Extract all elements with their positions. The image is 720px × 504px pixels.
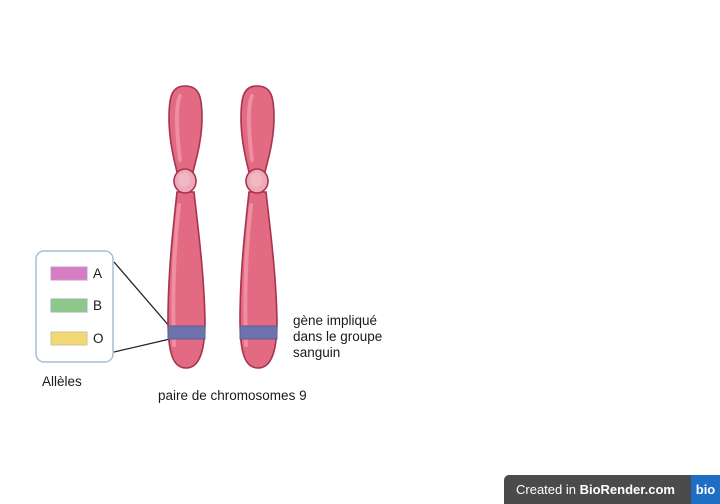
connector-line-top xyxy=(113,261,171,328)
allele-swatch-o xyxy=(50,331,88,346)
gene-band-left xyxy=(167,325,206,340)
allele-swatch-b xyxy=(50,298,88,313)
chromosome-left xyxy=(167,85,206,369)
connector-line-bottom xyxy=(113,338,171,353)
allele-swatch-a xyxy=(50,266,88,281)
allele-letter-b: B xyxy=(93,298,103,313)
badge-prefix: Created in xyxy=(516,482,580,497)
chromosome-right xyxy=(239,85,278,369)
gene-label: gène impliqué dans le groupe sanguin xyxy=(293,313,383,360)
chromosome-pair-label: paire de chromosomes 9 xyxy=(158,388,307,403)
badge-brand: BioRender.com xyxy=(579,482,675,497)
badge-text: Created in BioRender.com xyxy=(516,482,675,497)
allele-letter-o: O xyxy=(93,331,104,346)
biorender-badge[interactable]: Created in BioRender.com bio xyxy=(504,475,720,504)
allele-letter-a: A xyxy=(93,266,103,281)
biorender-logo-icon: bio xyxy=(691,475,720,504)
gene-band-right xyxy=(239,325,278,340)
alleles-label: Allèles xyxy=(42,374,82,389)
